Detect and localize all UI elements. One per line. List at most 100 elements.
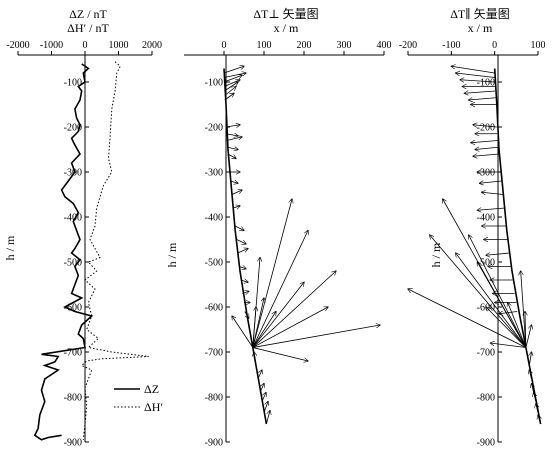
p3-vector-arrow bbox=[430, 235, 527, 348]
panel1-ylabel: h / m bbox=[3, 235, 17, 260]
p1-ytick-label: -700 bbox=[64, 348, 82, 359]
p2-vector-arrow bbox=[230, 181, 238, 183]
p2-vector-arrow bbox=[223, 73, 246, 78]
p2-vector-arrow bbox=[226, 134, 238, 136]
p3-ytick-label: -500 bbox=[477, 258, 495, 269]
p3-vector-arrow bbox=[469, 98, 496, 100]
p3-vector-arrow bbox=[477, 262, 527, 348]
p3-vector-arrow bbox=[456, 253, 527, 348]
p2-xtick-label: 300 bbox=[337, 40, 352, 51]
p1-ytick-label: -400 bbox=[64, 213, 82, 224]
p3-ytick-label: -100 bbox=[477, 78, 495, 89]
p2-ytick-label: -800 bbox=[205, 393, 223, 404]
p1-ytick-label: -900 bbox=[64, 438, 82, 449]
p2-vector-arrow bbox=[226, 137, 242, 141]
p3-vector-arrow bbox=[460, 80, 495, 82]
p2-vector-arrow bbox=[225, 125, 240, 127]
panel3-ylabel: h / m bbox=[429, 242, 443, 267]
panel1-title-dh: ΔH′ / nT bbox=[67, 21, 109, 35]
p2-ytick-label: -300 bbox=[205, 168, 223, 179]
p2-vector-arrow bbox=[252, 312, 276, 348]
p2-vector-arrow bbox=[252, 325, 380, 348]
p2-vector-arrow bbox=[252, 231, 308, 348]
p2-vector-arrow bbox=[252, 282, 304, 348]
p3-vector-arrow bbox=[532, 384, 534, 393]
p2-vector-arrow bbox=[252, 271, 336, 348]
panel2-xlabel: x / m bbox=[274, 21, 299, 35]
p2-vector-arrow bbox=[227, 147, 238, 149]
p1-ytick-label: -500 bbox=[64, 258, 82, 269]
p2-vector-arrow bbox=[224, 87, 236, 96]
p2-vector-arrow bbox=[223, 66, 244, 74]
p2-vector-arrow bbox=[224, 82, 238, 92]
series-dh-line bbox=[80, 61, 149, 440]
p2-vector-arrow bbox=[224, 80, 240, 87]
panel2-ylabel: h / m bbox=[165, 242, 179, 267]
p3-vector-arrow bbox=[464, 91, 496, 93]
p1-ytick-label: -600 bbox=[64, 303, 82, 314]
p2-vector-arrow bbox=[231, 190, 242, 195]
p1-xtick-label: -2000 bbox=[6, 40, 29, 51]
p3-ytick-label: -300 bbox=[477, 168, 495, 179]
p2-xtick-label: 400 bbox=[377, 40, 392, 51]
p3-ytick-label: -800 bbox=[477, 393, 495, 404]
p1-ytick-label: -200 bbox=[64, 123, 82, 134]
p2-ytick-label: -100 bbox=[205, 78, 223, 89]
p2-vector-arrow bbox=[252, 307, 328, 348]
panel3-title: ΔT∥ 矢量图 bbox=[450, 7, 510, 21]
p3-vector-arrow bbox=[521, 271, 527, 348]
p3-vector-arrow bbox=[486, 307, 527, 348]
p3-ytick-label: -200 bbox=[477, 123, 495, 134]
p3-xtick-label: 100 bbox=[531, 40, 546, 51]
p3-trajectory-line bbox=[493, 68, 542, 425]
panel2-title: ΔT⊥ 矢量图 bbox=[253, 7, 318, 21]
p2-trajectory-line bbox=[223, 68, 268, 425]
p2-xtick-label: 200 bbox=[297, 40, 312, 51]
p2-vector-arrow bbox=[223, 75, 242, 83]
p2-vector-arrow bbox=[227, 153, 236, 159]
p3-vector-arrow bbox=[525, 325, 532, 348]
p2-xtick-label: 0 bbox=[222, 40, 227, 51]
p3-ytick-label: -900 bbox=[477, 438, 495, 449]
p3-vector-arrow bbox=[480, 181, 502, 183]
p3-vector-arrow bbox=[471, 141, 498, 143]
p2-xtick-label: 100 bbox=[257, 40, 272, 51]
p2-vector-arrow bbox=[266, 411, 270, 425]
p1-xtick-label: 1000 bbox=[109, 40, 129, 51]
p2-ytick-label: -400 bbox=[205, 213, 223, 224]
series-dz-line bbox=[33, 63, 94, 441]
p3-vector-arrow bbox=[408, 289, 527, 348]
p1-ytick-label: -300 bbox=[64, 168, 82, 179]
p3-xtick-label: 0 bbox=[492, 40, 497, 51]
p2-vector-arrow bbox=[237, 249, 248, 254]
p2-ytick-label: -600 bbox=[205, 303, 223, 314]
p2-vector-arrow bbox=[252, 298, 264, 348]
p3-xtick-label: -200 bbox=[399, 40, 417, 51]
p1-ytick-label: -800 bbox=[64, 393, 82, 404]
p3-vector-arrow bbox=[477, 208, 506, 210]
p3-vector-arrow bbox=[482, 192, 504, 194]
p3-vector-arrow bbox=[456, 73, 495, 78]
panel3-xlabel: x / m bbox=[468, 21, 493, 35]
p3-vector-arrow bbox=[508, 303, 527, 348]
p3-vector-arrow bbox=[469, 235, 527, 348]
p3-ytick-label: -700 bbox=[477, 348, 495, 359]
p3-vector-arrow bbox=[490, 343, 526, 348]
p2-ytick-label: -700 bbox=[205, 348, 223, 359]
legend-dh-label: ΔH′ bbox=[144, 400, 163, 414]
p2-ytick-label: -900 bbox=[205, 438, 223, 449]
p3-xtick-label: -100 bbox=[442, 40, 460, 51]
legend-dz-label: ΔZ bbox=[144, 382, 159, 396]
p3-vector-arrow bbox=[486, 253, 510, 255]
p1-xtick-label: -1000 bbox=[40, 40, 63, 51]
p3-vector-arrow bbox=[473, 154, 500, 156]
p2-vector-arrow bbox=[239, 267, 246, 269]
p2-vector-arrow bbox=[252, 347, 308, 362]
p3-vector-arrow bbox=[451, 66, 495, 74]
p2-vector-arrow bbox=[232, 316, 254, 348]
p2-ytick-label: -200 bbox=[205, 123, 223, 134]
p1-xtick-label: 2000 bbox=[142, 40, 162, 51]
p2-vector-arrow bbox=[252, 307, 256, 348]
